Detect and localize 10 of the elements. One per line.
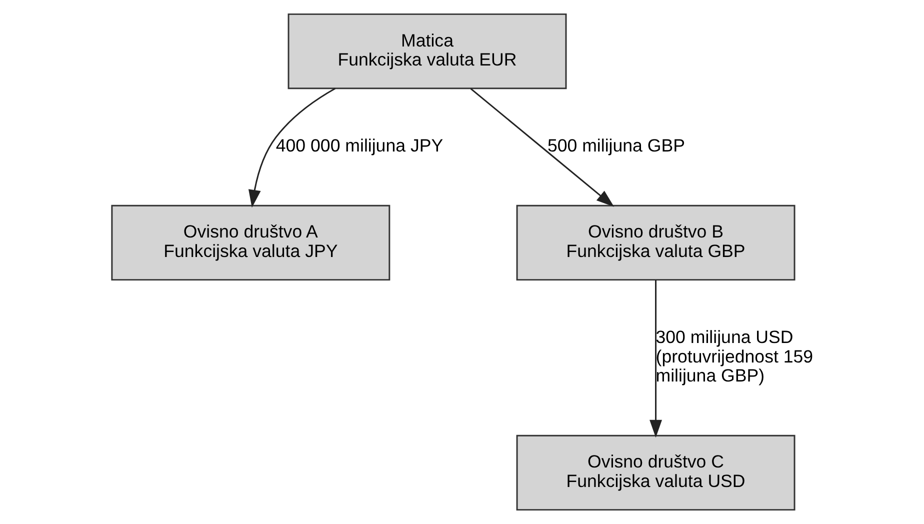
edge-label: 500 milijuna GBP	[546, 136, 684, 156]
arrow	[470, 88, 614, 207]
node-box: Ovisno društvo A Funkcijska valuta JPY	[110, 204, 390, 281]
edge-label: 300 milijuna USD (protuvrijednost 159 milijuna GBP)	[655, 327, 813, 386]
edge-label: 400 000 milijuna JPY	[275, 136, 443, 156]
node-box: Ovisno društvo B Funkcijska valuta GBP	[516, 204, 795, 281]
node-box: Matica Funkcijska valuta EUR	[287, 13, 566, 90]
node-box: Ovisno društvo C Funkcijska valuta USD	[516, 434, 795, 511]
arrow	[248, 88, 336, 208]
arrow	[649, 280, 662, 438]
